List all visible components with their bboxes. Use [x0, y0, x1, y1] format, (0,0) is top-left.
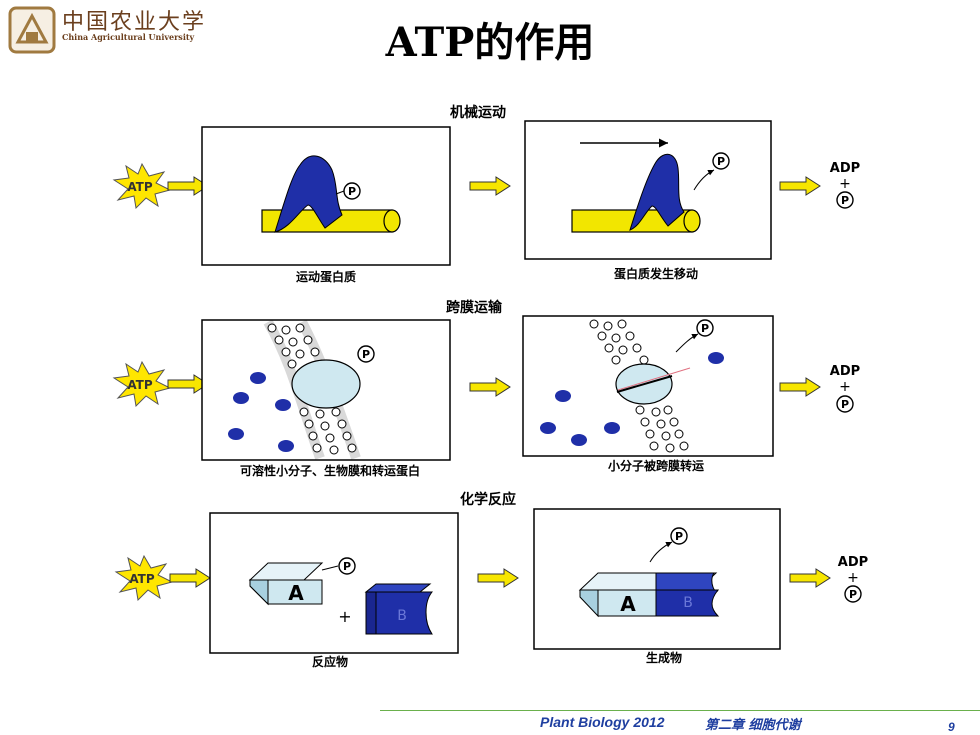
svg-text:B: B [683, 595, 693, 611]
output-arrow-icon [779, 377, 821, 397]
svg-text:P: P [343, 560, 351, 573]
phosphate-label: P [348, 185, 356, 198]
atp-star-icon: ATP [114, 554, 174, 602]
page-title: ATP的作用 [385, 19, 595, 66]
footer-divider [380, 710, 980, 711]
caption-products: 生成物 [646, 650, 682, 665]
caption-motor-protein: 运动蛋白质 [296, 269, 356, 284]
footer-chapter: 第二章 细胞代谢 [705, 718, 801, 733]
transport-protein [291, 359, 361, 409]
atp-star-icon: ATP [112, 360, 172, 408]
input-arrow-icon [169, 568, 211, 588]
moved-protein-shape [629, 153, 685, 231]
phosphate-icon: P [338, 557, 356, 575]
section-title-mechanical: 机械运动 [450, 104, 506, 121]
output-arrow-icon [779, 176, 821, 196]
section-title-reaction: 化学反应 [460, 491, 516, 508]
plus-label: + [839, 176, 851, 192]
university-logo [6, 4, 206, 56]
logo-english-name: China Agricultural University [62, 32, 195, 42]
reactant-a-block: A [248, 562, 324, 606]
released-phosphate-icon: P [670, 527, 688, 545]
svg-text:P: P [717, 155, 725, 168]
product-ab-block: A B [578, 572, 720, 618]
svg-text:A: A [620, 592, 636, 616]
transition-arrow-icon [469, 176, 511, 196]
atp-label: ATP [127, 180, 153, 194]
caption-molecule-transported: 小分子被跨膜转运 [608, 458, 704, 473]
motor-protein-shape [274, 155, 343, 233]
logo-chinese-name: 中国农业大学 [62, 10, 207, 35]
phosphate-product-icon: P [844, 585, 862, 603]
section-title-transport: 跨膜运输 [446, 299, 503, 316]
svg-text:ADP: ADP [830, 364, 860, 379]
caption-reactants: 反应物 [312, 654, 348, 669]
phosphate-product-icon: P [836, 395, 854, 413]
lipid-bilayer [589, 319, 689, 453]
phosphate-product-icon: P [836, 191, 854, 209]
phosphate-icon: P [343, 182, 361, 200]
panel-protein-moved [524, 120, 772, 260]
released-phosphate-icon: P [712, 152, 730, 170]
svg-text:P: P [849, 588, 857, 601]
svg-text:ATP: ATP [127, 378, 153, 392]
svg-text:P: P [841, 398, 849, 411]
page-number: 9 [948, 720, 955, 734]
released-phosphate-icon: P [696, 319, 714, 337]
svg-text:P: P [675, 530, 683, 543]
svg-text:ATP: ATP [129, 572, 155, 586]
caption-membrane-components: 可溶性小分子、生物膜和转运蛋白 [240, 463, 420, 478]
phosphate-icon: P [357, 345, 375, 363]
transition-arrow-icon [469, 377, 511, 397]
svg-text:P: P [841, 194, 849, 207]
footer-course: Plant Biology 2012 [540, 714, 665, 730]
svg-text:P: P [362, 348, 370, 361]
svg-text:+: + [847, 570, 859, 586]
output-arrow-icon [789, 568, 831, 588]
svg-text:+: + [839, 379, 851, 395]
transition-arrow-icon [477, 568, 519, 588]
svg-text:+: + [338, 607, 351, 626]
svg-text:A: A [288, 581, 304, 605]
atp-star-icon: ATP [112, 162, 172, 210]
small-molecule-dots [540, 352, 724, 446]
svg-text:ADP: ADP [838, 555, 868, 570]
reactant-b-block: B [364, 583, 434, 635]
svg-text:B: B [397, 608, 407, 624]
svg-text:P: P [701, 322, 709, 335]
caption-protein-moves: 蛋白质发生移动 [614, 266, 698, 281]
adp-label: ADP [830, 161, 860, 176]
university-seal-icon [8, 6, 56, 54]
small-molecule-dots [228, 372, 294, 452]
